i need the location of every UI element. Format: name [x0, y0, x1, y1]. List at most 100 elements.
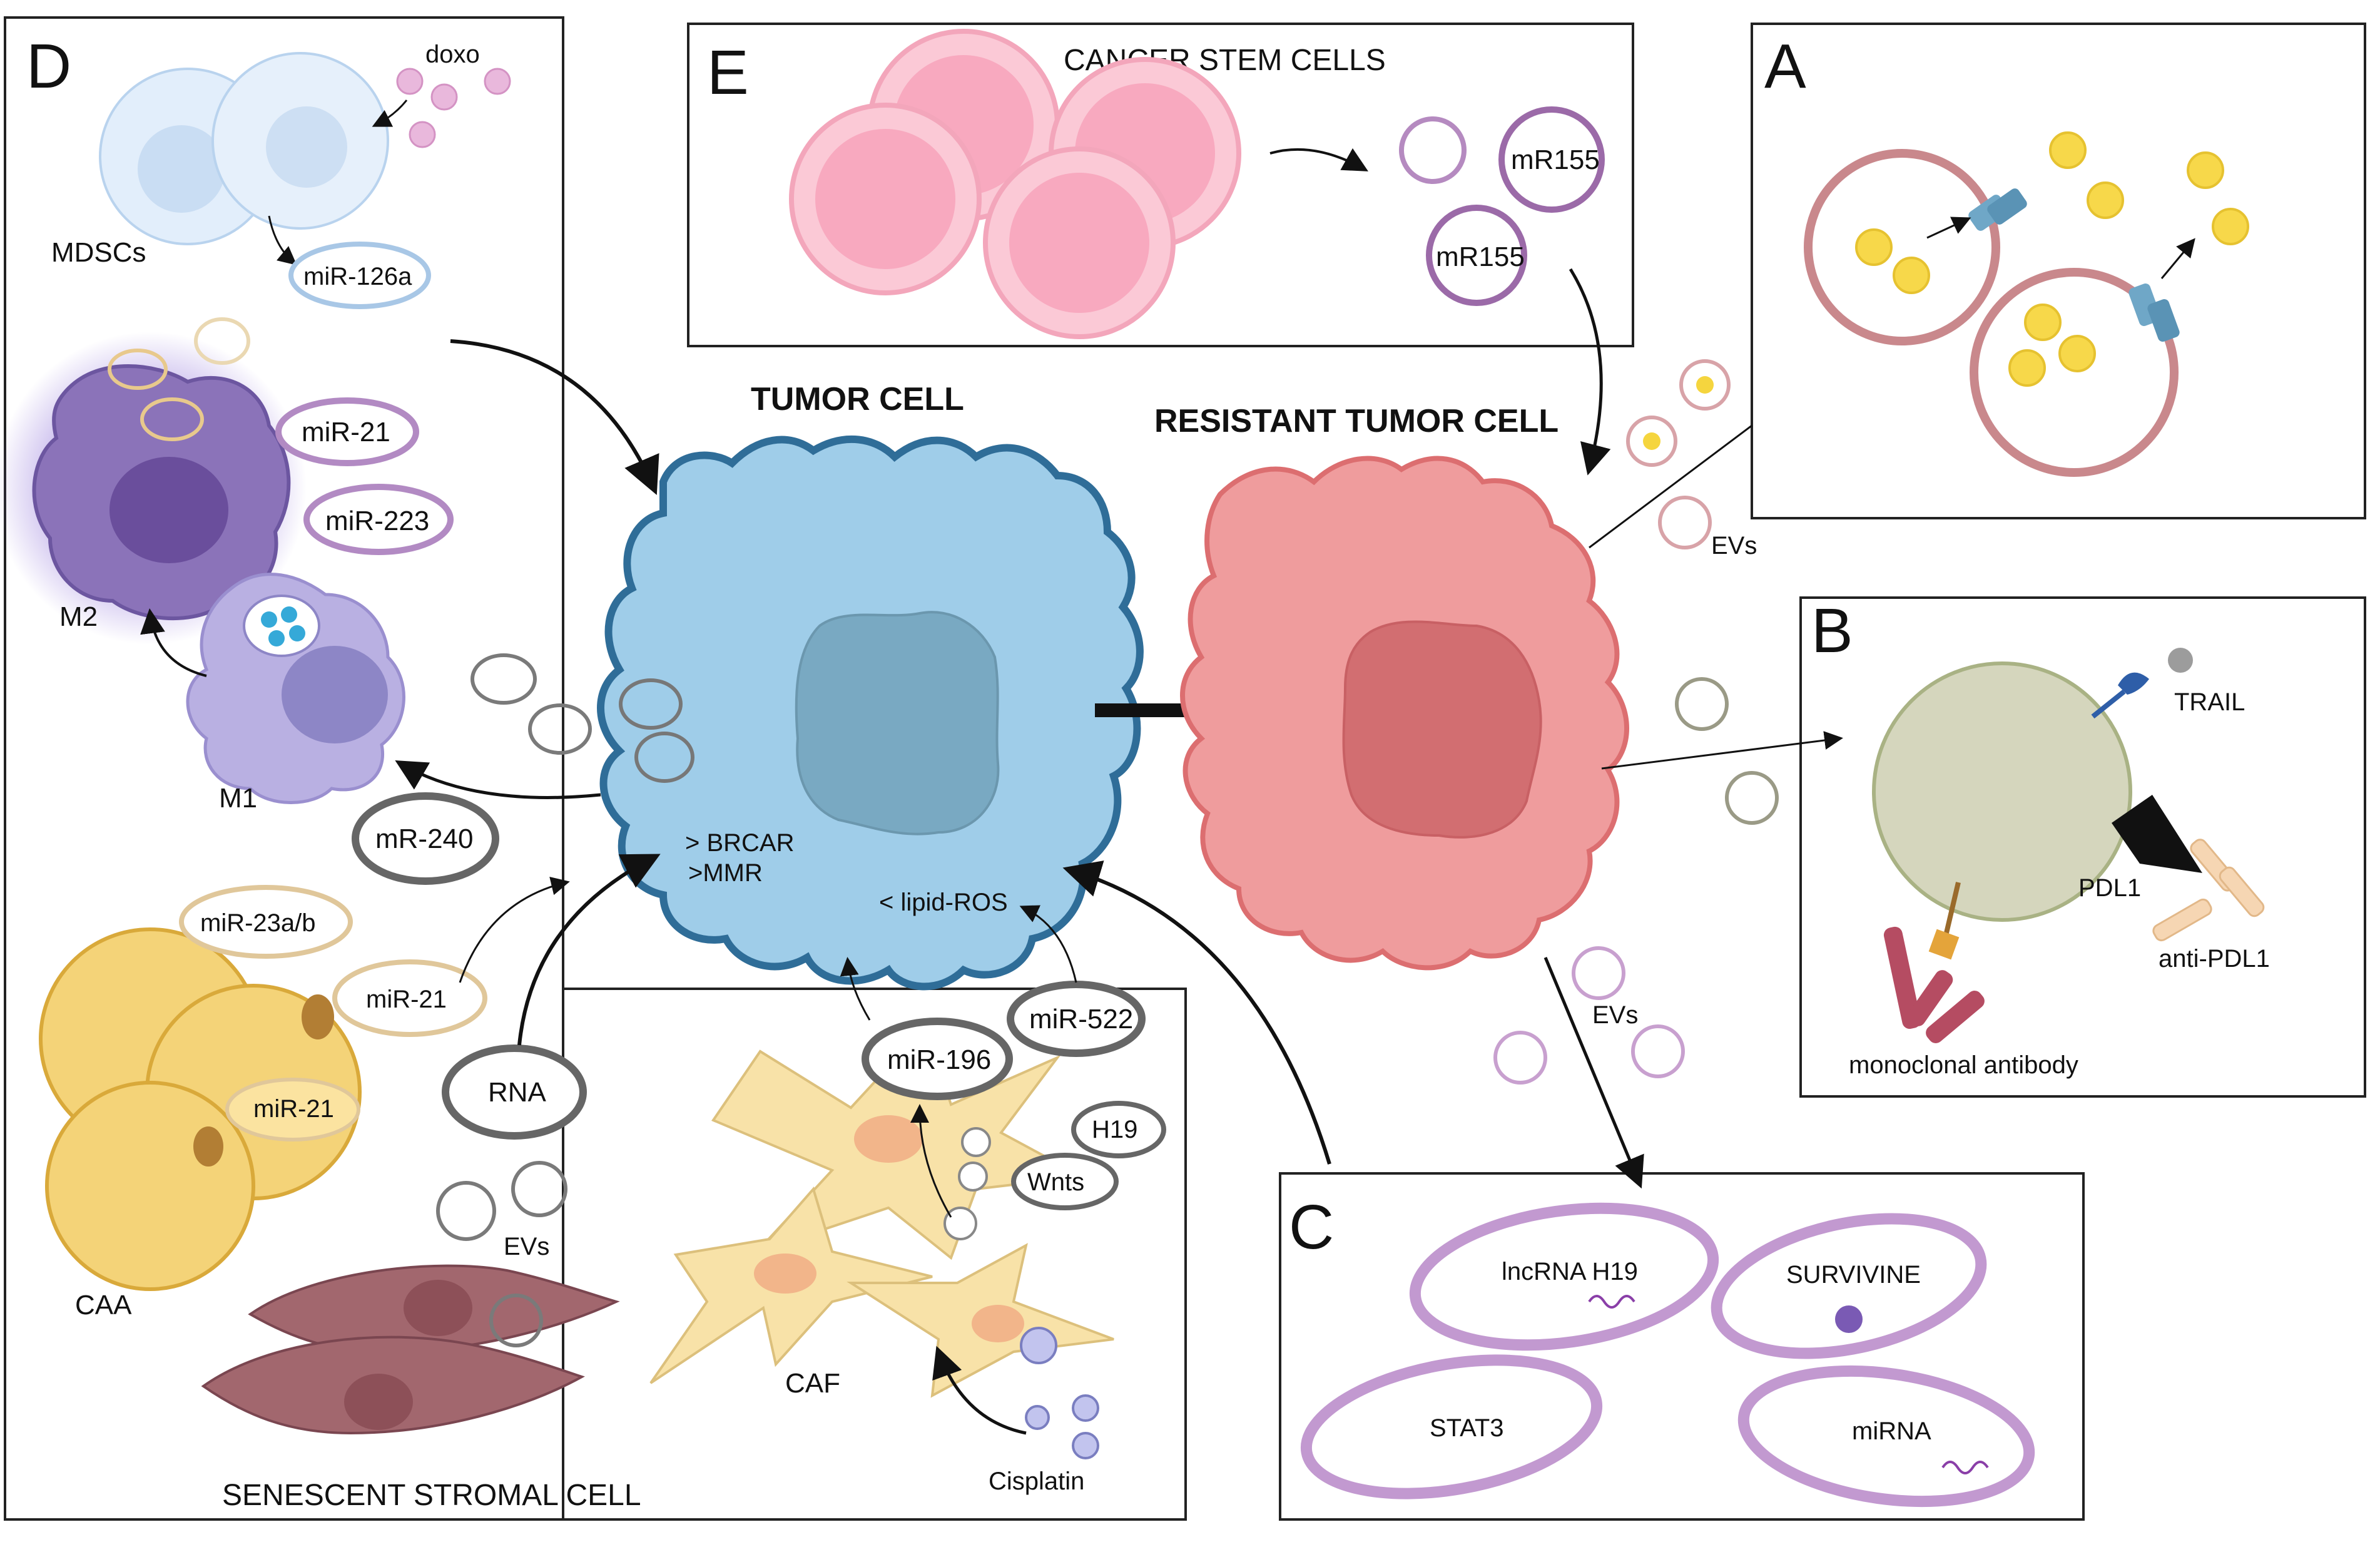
empty-vesicle-e [1399, 116, 1467, 184]
c-to-tumor-arrow [1062, 860, 1331, 1165]
trail-receptor [2091, 648, 2193, 719]
vesicle-mr155-a: mR155 [1498, 106, 1605, 213]
doxo-particles [396, 68, 511, 148]
svg-text:miR-21: miR-21 [302, 417, 390, 447]
cargo-particle [2187, 151, 2224, 189]
vesicle-mir-223: miR-223 [303, 484, 454, 555]
panel-letter-d: D [26, 31, 71, 101]
cisplatin-arrow [932, 1345, 1027, 1435]
mmr-label: >MMR [688, 859, 763, 887]
resistant-cell-title: RESISTANT TUMOR CELL [1154, 403, 1559, 439]
tumor-to-m1-arrow [395, 760, 601, 799]
caf-to-mir196-arrow [910, 1104, 952, 1218]
cisplatin-label: Cisplatin [989, 1468, 1084, 1495]
resistant-cell-nucleus [1342, 620, 1542, 839]
resistant-to-b-arrow [1601, 731, 1843, 770]
doxo-label: doxo [425, 41, 480, 68]
m1-phagosome [243, 595, 320, 657]
vesicle-mir-21-m2: miR-21 [275, 397, 419, 466]
ev-vesicles-top [1626, 359, 1731, 549]
senescent-label: SENESCENT STROMAL CELL [222, 1479, 641, 1512]
cargo-particle [2049, 131, 2087, 169]
svg-text:SURVIVINE: SURVIVINE [1786, 1261, 1921, 1289]
mdscs-label: MDSCs [51, 237, 146, 268]
svg-text:lncRNA H19: lncRNA H19 [1502, 1258, 1638, 1285]
pdl1-label: PDL1 [2078, 874, 2141, 902]
tumor-cell-nucleus [795, 611, 1000, 835]
m1-to-m2-arrow [140, 608, 207, 677]
cisplatin-particles [1025, 1394, 1099, 1459]
stem-to-vesicle-arrow [1269, 148, 1368, 171]
panel-letter-e: E [707, 38, 749, 108]
vesicle-mir-522: miR-522 [1007, 981, 1146, 1057]
panel-d-to-tumor-arrow [450, 339, 659, 496]
vesicle-mir-21-in-caa: miR-21 [225, 1078, 360, 1141]
vesicle-survivine: SURVIVINE [1711, 1213, 1987, 1359]
vesicle-mirna: miRNA [1737, 1365, 2035, 1508]
tumor-cell-title: TUMOR CELL [751, 381, 964, 417]
panel-c-box [1279, 1172, 2085, 1521]
senescent-stromal-cells [201, 1264, 620, 1435]
svg-text:mR-240: mR-240 [375, 824, 474, 854]
svg-text:Wnts: Wnts [1027, 1168, 1084, 1196]
vesicle-lncrna-h19: lncRNA H19 [1409, 1202, 1719, 1351]
evs-d-label: EVs [504, 1233, 549, 1260]
vesicle-mir-21-caa: miR-21 [332, 959, 487, 1037]
mir196-to-tumor-arrow [840, 957, 871, 1021]
doxo-arrow [372, 100, 408, 127]
panel-b-box [1799, 596, 2366, 1098]
trail-label: TRAIL [2174, 688, 2245, 716]
svg-text:miR-522: miR-522 [1029, 1004, 1133, 1034]
svg-text:H19: H19 [1092, 1116, 1137, 1143]
svg-text:miR-196: miR-196 [887, 1044, 991, 1075]
cargo-particle [2212, 208, 2249, 245]
pdl1-protein [2112, 795, 2202, 873]
svg-text:STAT3: STAT3 [1430, 1414, 1504, 1442]
resistant-to-c-arrow [1543, 957, 1644, 1189]
immune-target-cell [1872, 661, 2132, 922]
caa-adipocytes [39, 927, 362, 1291]
svg-text:miR-23a/b: miR-23a/b [200, 909, 316, 937]
monoclonal-antibody [1883, 882, 1985, 1043]
svg-text:miR-21: miR-21 [253, 1095, 334, 1123]
panel-a-box [1751, 23, 2366, 519]
vesicle-mr-240: mR-240 [352, 792, 499, 885]
lipid-ros-label: < lipid-ROS [879, 889, 1008, 916]
vesicle-h19: H19 [1071, 1101, 1166, 1158]
panel-letter-a: A [1764, 31, 1806, 101]
vesicle-rna: RNA [442, 1044, 587, 1140]
stem-cell-cluster [789, 29, 1241, 339]
svg-text:mR155: mR155 [1436, 242, 1525, 272]
vesicle-mr155-b: mR155 [1426, 205, 1527, 306]
monoclonal-antibody-label: monoclonal antibody [1849, 1051, 2078, 1079]
vesicle-mir-23ab: miR-23a/b [179, 885, 353, 959]
svg-text:miR-21: miR-21 [366, 986, 447, 1013]
tumor-inner-vesicles [619, 678, 694, 783]
ev-vesicles-bottom [1493, 946, 1685, 1085]
m2-nucleus [109, 457, 228, 563]
svg-text:RNA: RNA [488, 1077, 547, 1108]
caa-label: CAA [75, 1290, 132, 1320]
m2-vesicles [108, 317, 250, 441]
vesicle-wnts: Wnts [1011, 1153, 1119, 1210]
cargo-particle [2087, 181, 2124, 219]
panel-e-box [687, 23, 1634, 347]
vesicle-mir-126a: miR-126a [288, 242, 431, 309]
vesicle-mir-196: miR-196 [862, 1018, 1013, 1100]
panel-d-bottom-box [562, 988, 1187, 1521]
vesicle-stat3: STAT3 [1300, 1354, 1603, 1499]
svg-text:miRNA: miRNA [1852, 1417, 1931, 1445]
grey-vesicles-d [470, 653, 592, 755]
panel-letter-c: C [1289, 1192, 1334, 1262]
panel-d-box [4, 16, 564, 1521]
svg-text:mR155: mR155 [1511, 145, 1600, 175]
svg-text:miR-223: miR-223 [325, 506, 429, 536]
m2-label: M2 [59, 601, 98, 632]
stem-to-resistant-arrow [1569, 268, 1611, 476]
mdsc-cells [99, 52, 389, 245]
grey-vesicles-evs [436, 1161, 567, 1241]
exocytosis-vesicle-right [1970, 238, 2195, 477]
m1-label: M1 [219, 783, 257, 814]
